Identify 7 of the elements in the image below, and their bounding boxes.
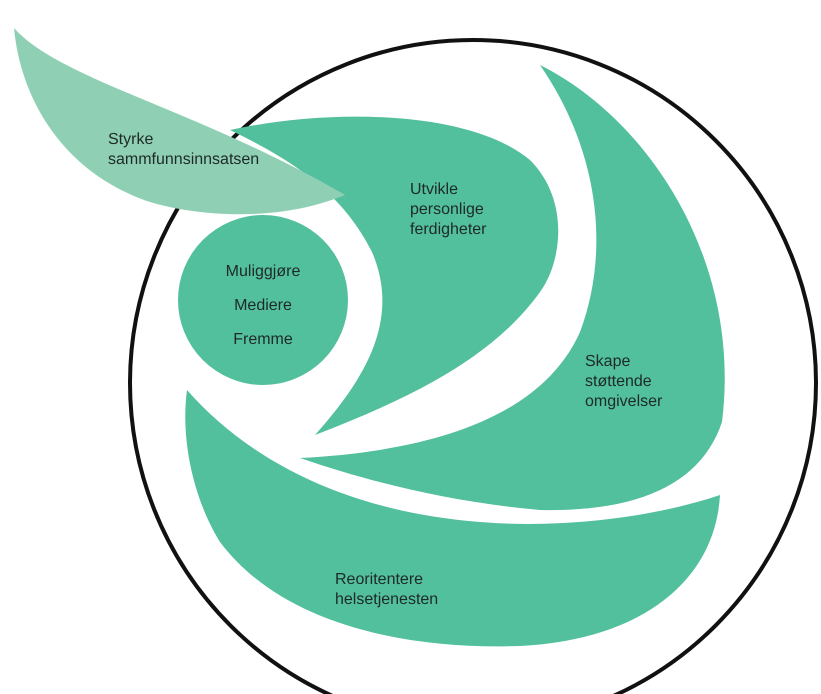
shape-label: Skape støttende omgivelser — [585, 352, 664, 412]
shape-label: Muliggjøre — [224, 262, 302, 282]
shape-label: Reoritentere helsetjenesten — [335, 570, 440, 610]
shape-label: Mediere — [233, 296, 293, 316]
shape-label: Styrke sammfunnsinnsatsen — [108, 130, 260, 170]
shape-label: Fremme — [232, 330, 294, 350]
shape-label: Utvikle personlige ferdigheter — [410, 180, 488, 240]
